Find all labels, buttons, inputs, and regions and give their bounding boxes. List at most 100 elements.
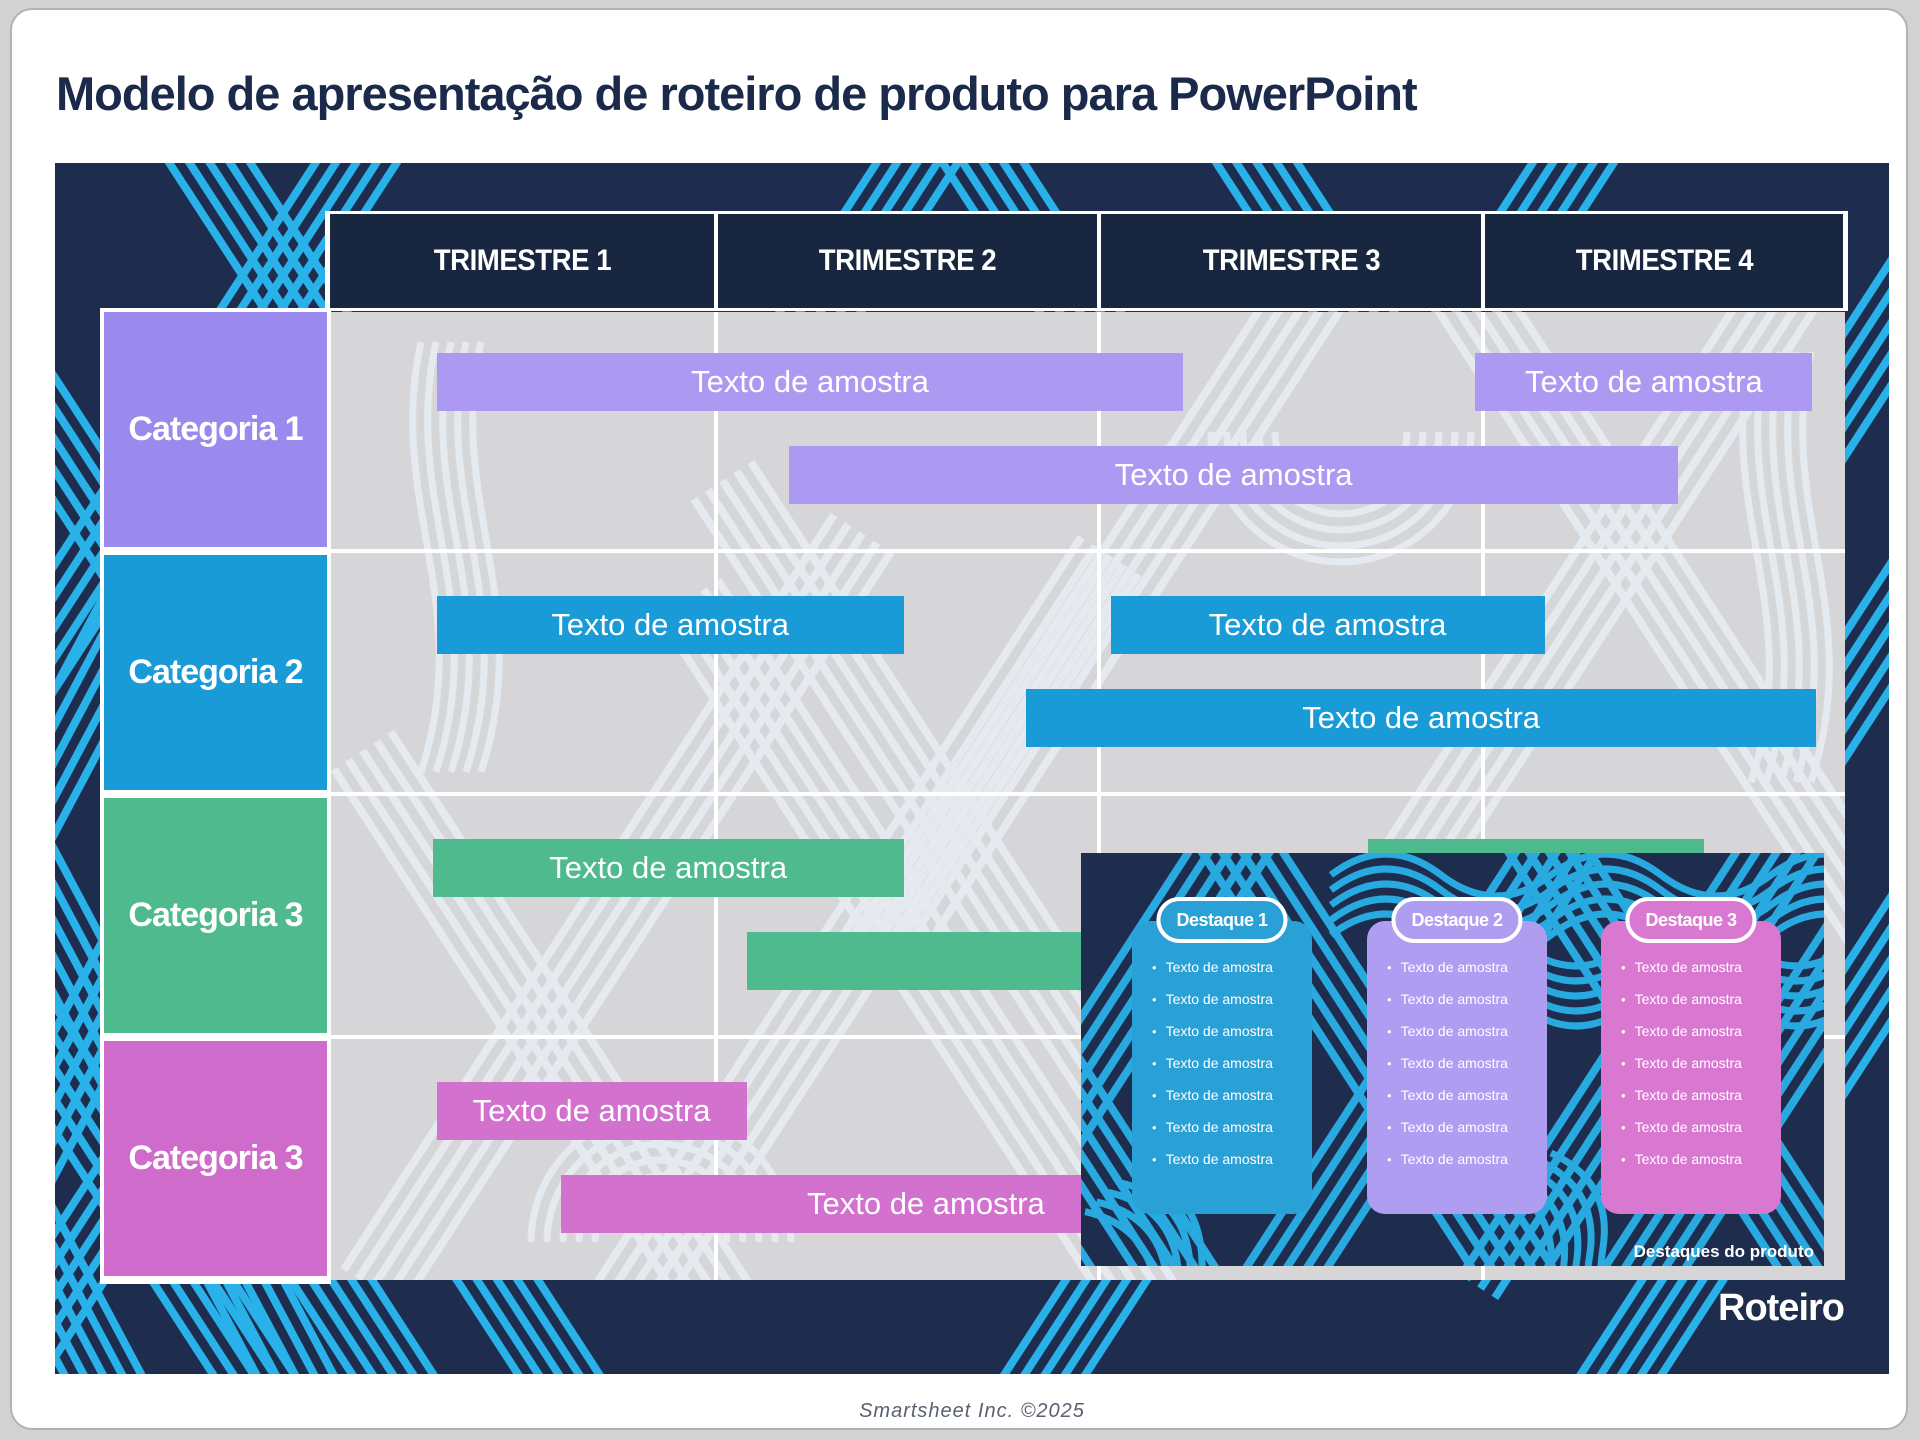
quarter-header-label: TRIMESTRE 1 bbox=[433, 244, 611, 277]
highlight-card-item: •Texto de amostra bbox=[1367, 983, 1547, 1015]
bullet-icon: • bbox=[1621, 959, 1626, 975]
bullet-icon: • bbox=[1152, 991, 1157, 1007]
highlight-item-text: Texto de amostra bbox=[1634, 991, 1742, 1007]
highlight-item-text: Texto de amostra bbox=[1165, 1119, 1273, 1135]
highlight-item-text: Texto de amostra bbox=[1165, 1087, 1273, 1103]
highlight-card-item: • Texto de amostra bbox=[1132, 1015, 1312, 1047]
bullet-icon: • bbox=[1152, 1119, 1157, 1135]
quarter-header-label: TRIMESTRE 4 bbox=[1575, 244, 1753, 277]
highlight-item-text: Texto de amostra bbox=[1634, 1151, 1742, 1167]
highlight-card-item: • Texto de amostra bbox=[1132, 1143, 1312, 1175]
quarter-header-label: TRIMESTRE 2 bbox=[818, 244, 997, 277]
highlight-card-title-pill: Destaque 3 bbox=[1625, 897, 1757, 943]
highlight-card-item: • Texto de amostra bbox=[1367, 951, 1547, 983]
gantt-bar-label: Texto de amostra bbox=[1524, 364, 1763, 399]
category-block: Categoria 1 bbox=[104, 312, 327, 547]
quarter-header-cell: TRIMESTRE 2 bbox=[718, 214, 1097, 308]
template-page: Modelo de apresentação de roteiro de pro… bbox=[10, 8, 1908, 1430]
highlight-card-item: • Texto de amostra bbox=[1601, 1015, 1781, 1047]
bullet-icon: • bbox=[1387, 1023, 1392, 1039]
grid-line bbox=[714, 312, 718, 1280]
product-highlights-panel: Destaque 1•Texto de amostra•Texto de amo… bbox=[1081, 853, 1824, 1266]
highlight-card-item: • Texto de amostra bbox=[1601, 1111, 1781, 1143]
highlight-card-item: • Texto de amostra bbox=[1601, 1047, 1781, 1079]
highlight-card-list: • Texto de amostra • Texto de amostra • Texto… bbox=[1367, 951, 1547, 1175]
bullet-icon: • bbox=[1387, 1151, 1392, 1167]
highlight-item-text: Texto de amostra bbox=[1634, 1055, 1742, 1071]
bullet-icon: • bbox=[1621, 1119, 1626, 1135]
gantt-bar-label: Texto de amostra bbox=[1208, 607, 1447, 642]
quarter-header-cell: TRIMESTRE 1 bbox=[330, 214, 714, 308]
bullet-icon: • bbox=[1621, 1023, 1626, 1039]
highlight-item-text: Texto de amostra bbox=[1165, 1023, 1273, 1039]
highlight-item-text: Texto de amostra bbox=[1634, 1119, 1742, 1135]
gantt-bar: Texto de amostra bbox=[1110, 596, 1545, 654]
panel-caption: Destaques do produto bbox=[1633, 1242, 1814, 1261]
gantt-bar-label: Texto de amostra bbox=[806, 1186, 1045, 1221]
highlight-item-text: Texto de amostra bbox=[1400, 1023, 1508, 1039]
highlight-item-text: Texto de amostra bbox=[1400, 1087, 1508, 1103]
gantt-bar-label: Texto de amostra bbox=[691, 364, 929, 399]
highlight-item-text: Texto de amostra bbox=[1165, 991, 1273, 1007]
category-block: Categoria 2 bbox=[104, 555, 327, 790]
highlight-item-text: Texto de amostra bbox=[1400, 1055, 1508, 1071]
grid-line bbox=[1481, 312, 1485, 1280]
bullet-icon: • bbox=[1387, 959, 1392, 975]
bullet-icon: • bbox=[1621, 1055, 1626, 1071]
roadmap-slide: TRIMESTRE 1 TRIMESTRE 2 TRIMESTRE 3 TRIMEST… bbox=[55, 163, 1889, 1374]
highlight-item-text: Texto de amostra bbox=[1400, 991, 1508, 1007]
highlight-card-item: • Texto de amostra bbox=[1601, 1079, 1781, 1111]
highlight-card-item: • Texto de amostra bbox=[1132, 1047, 1312, 1079]
bullet-icon: • bbox=[1152, 1087, 1157, 1103]
highlight-item-text: Texto de amostra bbox=[1165, 1055, 1273, 1071]
highlight-item-text: Texto de amostra bbox=[1165, 959, 1273, 975]
highlight-card-item: • Texto de amostra bbox=[1132, 1079, 1312, 1111]
highlight-card-title-pill: Destaque 2 bbox=[1391, 897, 1523, 943]
category-label: Categoria 3 bbox=[128, 896, 303, 934]
highlight-card: Destaque 1•Texto de amostra•Texto de amo… bbox=[1132, 897, 1312, 1214]
gantt-bar-label: Texto de amostra bbox=[1114, 457, 1353, 492]
highlight-item-text: Texto de amostra bbox=[1400, 959, 1508, 975]
grid-line bbox=[331, 549, 1845, 553]
page-title: Modelo de apresentação de roteiro de pro… bbox=[56, 67, 1418, 120]
highlight-item-text: Texto de amostra bbox=[1400, 1119, 1508, 1135]
gantt-bar: Texto de amostra bbox=[436, 596, 904, 654]
gantt-bar: Texto de amostra bbox=[432, 839, 904, 897]
grid-line bbox=[1097, 312, 1101, 1280]
quarter-header-cell: TRIMESTRE 4 bbox=[1485, 214, 1843, 308]
bullet-icon: • bbox=[1621, 1087, 1626, 1103]
highlight-item-text: Texto de amostra bbox=[1634, 1087, 1742, 1103]
gantt-bar-label: Texto de amostra bbox=[549, 850, 788, 885]
highlight-card-item: • Texto de amostra bbox=[1132, 951, 1312, 983]
highlight-card-item: •Texto de amostra bbox=[1601, 983, 1781, 1015]
category-label: Categoria 1 bbox=[128, 410, 303, 448]
gantt-bar: Texto de amostra bbox=[1026, 689, 1817, 747]
bullet-icon: • bbox=[1387, 1087, 1392, 1103]
bullet-icon: • bbox=[1152, 1023, 1157, 1039]
grid-line bbox=[331, 792, 1845, 796]
highlight-card-item: • Texto de amostra bbox=[1132, 983, 1312, 1015]
gantt-bar: Texto de amostra bbox=[436, 1082, 747, 1140]
highlight-card-item: • Texto de amostra bbox=[1367, 1079, 1547, 1111]
gantt-bar: Texto de amostra bbox=[1475, 353, 1813, 411]
highlight-card-item: •Texto de amostra bbox=[1367, 1047, 1547, 1079]
highlight-card: Destaque 3 • Texto de amostra • Texto de amo… bbox=[1601, 897, 1781, 1214]
quarter-header-cell: TRIMESTRE 3 bbox=[1101, 214, 1481, 308]
gantt-bar: Texto de amostra bbox=[436, 353, 1184, 411]
highlight-item-text: Texto de amostra bbox=[1634, 959, 1742, 975]
highlight-card-item: •Texto de amostra bbox=[1367, 1143, 1547, 1175]
slide-brand-label: Roteiro bbox=[1718, 1287, 1845, 1329]
category-block: Categoria 3 bbox=[104, 1041, 327, 1276]
category-label: Categoria 2 bbox=[128, 653, 303, 691]
category-block: Categoria 3 bbox=[104, 798, 327, 1033]
bullet-icon: • bbox=[1152, 1055, 1157, 1071]
highlight-item-text: Texto de amostra bbox=[1634, 1023, 1742, 1039]
bullet-icon: • bbox=[1152, 1151, 1157, 1167]
highlight-card-list: • Texto de amostra • Texto de amostra • Texto… bbox=[1132, 951, 1312, 1175]
gantt-bar-label: Texto de amostra bbox=[1302, 700, 1541, 735]
highlight-card-item: • Texto de amostra bbox=[1367, 1015, 1547, 1047]
bullet-icon: • bbox=[1152, 959, 1157, 975]
highlight-card: Destaque 2•Texto de amostra•Texto de amo… bbox=[1367, 897, 1547, 1214]
quarter-header-label: TRIMESTRE 3 bbox=[1202, 244, 1380, 277]
highlight-item-text: Texto de amostra bbox=[1165, 1151, 1273, 1167]
